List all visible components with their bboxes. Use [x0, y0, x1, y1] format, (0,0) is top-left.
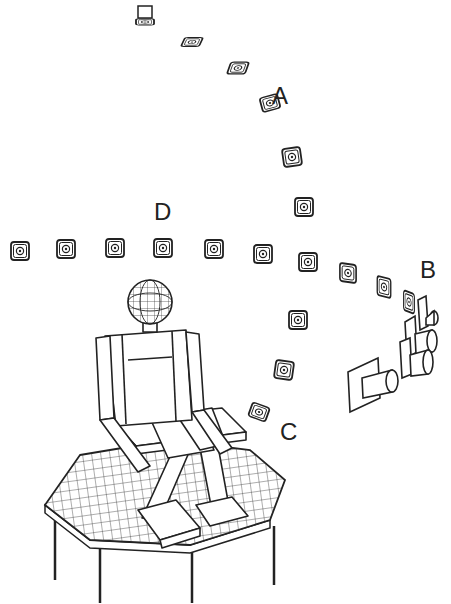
speaker	[57, 240, 75, 258]
speaker	[340, 263, 356, 283]
callout-letter: A	[272, 84, 288, 108]
speaker	[205, 240, 223, 258]
speaker-cluster	[348, 296, 438, 412]
speaker-arc-horizontal	[11, 239, 414, 314]
callout-letter: B	[420, 258, 436, 282]
speaker	[181, 38, 203, 47]
callout-letter: C	[280, 420, 297, 444]
speaker	[282, 147, 302, 167]
speaker-cylinder	[386, 370, 398, 392]
mannequin	[96, 280, 248, 548]
speaker	[289, 311, 307, 329]
speaker	[254, 245, 272, 263]
speaker-cylinder	[427, 330, 437, 352]
speaker	[154, 239, 172, 257]
speaker	[106, 239, 124, 257]
speaker	[377, 276, 391, 298]
speaker	[248, 402, 270, 422]
speaker	[299, 253, 317, 271]
speaker-cylinder	[426, 311, 434, 325]
speaker	[227, 62, 249, 74]
speaker	[136, 19, 154, 25]
speaker	[274, 360, 294, 380]
speaker	[295, 198, 313, 216]
callout-letter: D	[154, 200, 171, 224]
speaker-cylinder	[423, 350, 433, 374]
speaker-cylinder	[138, 6, 152, 18]
speaker	[11, 242, 29, 260]
speaker	[404, 290, 415, 314]
platform	[45, 440, 285, 603]
